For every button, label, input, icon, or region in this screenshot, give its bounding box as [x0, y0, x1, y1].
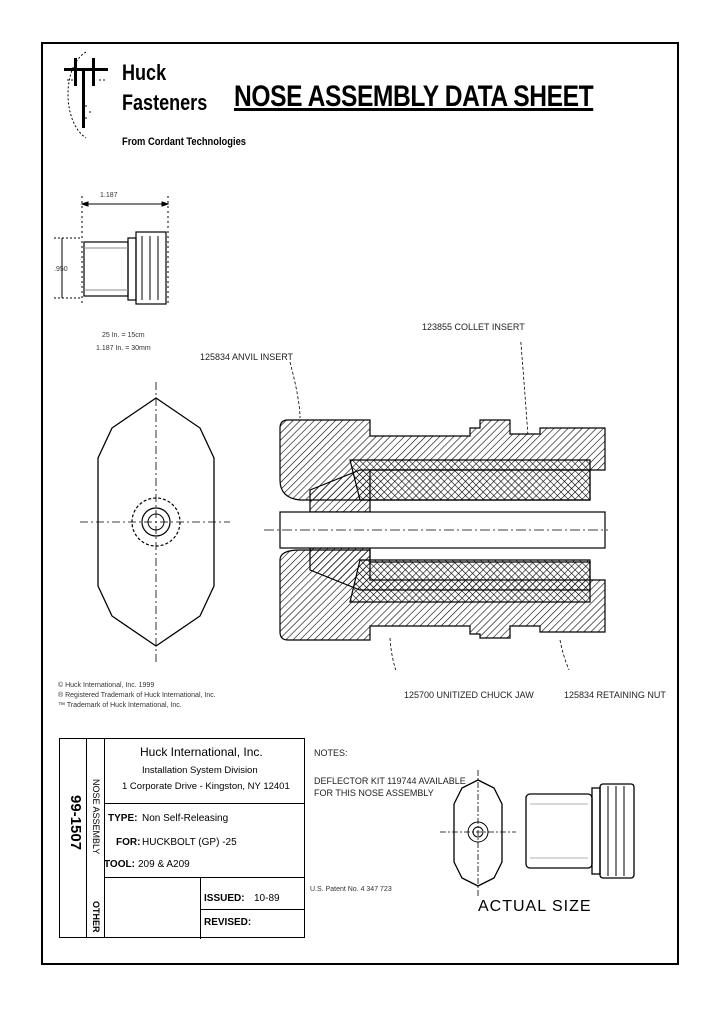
drawing-border	[41, 42, 679, 965]
division-name: Installation System Division	[142, 765, 258, 776]
issued-value: 10-89	[254, 893, 280, 904]
for-value: HUCKBOLT (GP) -25	[142, 837, 237, 848]
for-label: FOR:	[116, 837, 141, 848]
logo-tagline: From Cordant Technologies	[122, 136, 246, 148]
callout-retaining-nut: 125834 RETAINING NUT	[564, 690, 666, 700]
dimension-width: 1.187	[100, 192, 118, 199]
tool-label: TOOL:	[104, 859, 135, 870]
other-label: OTHER	[91, 901, 101, 933]
callout-anvil-insert: 125834 ANVIL INSERT	[200, 352, 294, 362]
notes-line-1: DEFLECTOR KIT 119744 AVAILABLE	[314, 776, 466, 786]
huck-logo-icon	[64, 51, 108, 139]
trademark-line-2: ® Registered Trademark of Huck Internati…	[58, 692, 216, 699]
company-name: Huck International, Inc.	[140, 745, 263, 759]
side-view-drawing	[54, 196, 170, 305]
issued-label: ISSUED:	[204, 893, 245, 904]
actual-size-side-view	[525, 783, 635, 879]
conversion-note-2: 1.187 In. = 30mm	[96, 345, 151, 352]
trademark-line-1: © Huck International, Inc. 1999	[58, 682, 155, 689]
dimension-height: .950	[54, 266, 68, 273]
tool-value: 209 & A209	[138, 859, 190, 870]
type-label: TYPE:	[108, 813, 138, 824]
patent-note: U.S. Patent No. 4 347 723	[310, 886, 392, 893]
category-label: NOSE ASSEMBLY	[91, 779, 101, 855]
category-column: NOSE ASSEMBLY OTHER	[86, 739, 105, 937]
cross-section-drawing	[264, 340, 608, 670]
callout-collet-insert: 123855 COLLET INSERT	[422, 322, 525, 332]
title-block: 99-1507 NOSE ASSEMBLY OTHER Huck Interna…	[59, 738, 305, 939]
callout-chuck-jaw: 125700 UNITIZED CHUCK JAW	[404, 690, 534, 700]
trademark-line-3: ™ Trademark of Huck International, Inc.	[58, 702, 182, 709]
company-address: 1 Corporate Drive - Kingston, NY 12401	[122, 781, 290, 792]
part-number-column: 99-1507	[60, 739, 87, 937]
actual-size-label: ACTUAL SIZE	[478, 898, 592, 915]
end-view-drawing	[80, 382, 230, 662]
actual-size-end-view	[440, 770, 516, 896]
type-value: Non Self-Releasing	[142, 813, 229, 824]
logo-text-huck: Huck	[122, 60, 167, 85]
page-title: NOSE ASSEMBLY DATA SHEET	[234, 80, 594, 113]
conversion-note-1: 25 In. = 15cm	[102, 332, 145, 339]
part-number: 99-1507	[67, 795, 84, 851]
revised-label: REVISED:	[204, 917, 252, 928]
logo-text-fasteners: Fasteners	[122, 90, 208, 115]
notes-line-2: FOR THIS NOSE ASSEMBLY	[314, 788, 434, 798]
notes-heading: NOTES:	[314, 748, 348, 758]
